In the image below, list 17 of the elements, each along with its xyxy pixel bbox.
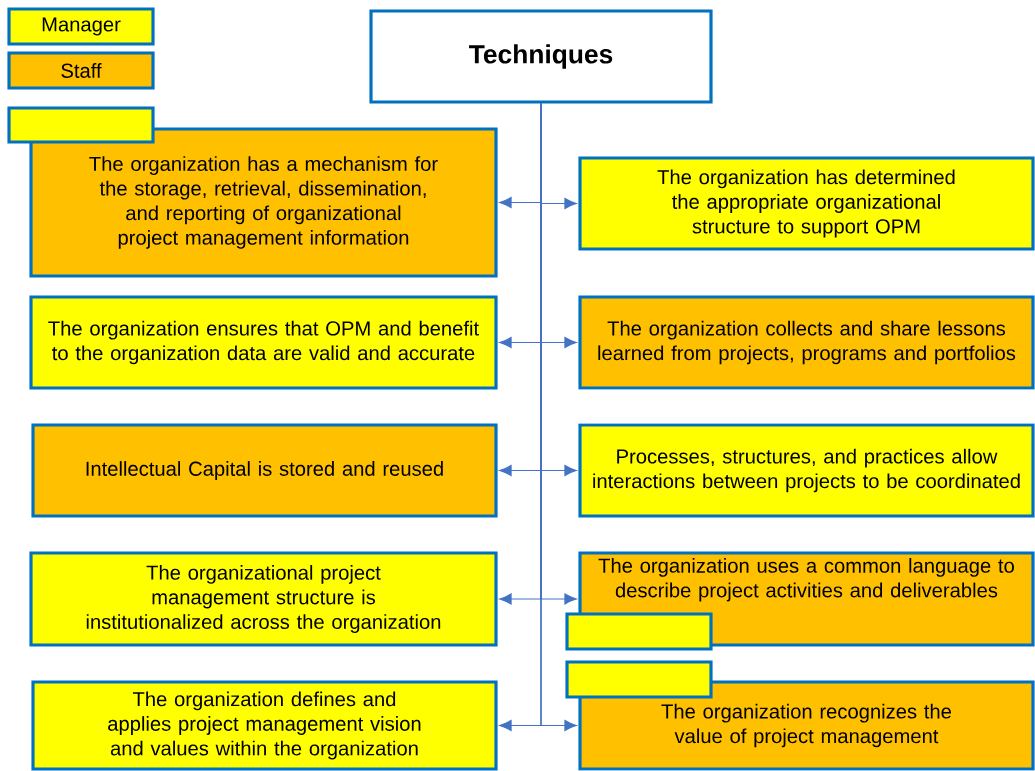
text-box: The organization ensures that OPM and benefit to the organization data are valid and accurate	[29, 295, 498, 390]
text-box: The organization recognizes the value of project management	[578, 680, 1035, 771]
text-box: Intellectual Capital is stored and reused	[31, 423, 498, 518]
text-box: Processes, structures, and practices allow interactions between projects to be coordinated	[578, 423, 1035, 518]
text-box: The organization uses a common language to describe project activities and deliverables	[578, 551, 1035, 647]
text-box: The organizational project management structure is institutionalized across the organization	[29, 551, 498, 647]
title-box: Techniques	[369, 9, 713, 104]
text-box: The organization has a mechanism for the storage, retrieval, dissemination, and reporting of organizational project management information	[29, 127, 498, 278]
text-box: The organization defines and applies project management vision and values within the organization	[31, 680, 498, 771]
empty-box	[565, 612, 713, 651]
empty-box	[565, 660, 713, 699]
empty-box	[7, 106, 155, 144]
arrow	[540, 102, 577, 732]
text-box: The organization collects and share lessons learned from projects, programs and portfolios	[578, 295, 1035, 390]
text-box: The organization has determined the appropriate organizational structure to support OPM	[578, 156, 1035, 251]
legend-item: Staff	[7, 51, 155, 90]
legend-item: Manager	[7, 7, 155, 46]
